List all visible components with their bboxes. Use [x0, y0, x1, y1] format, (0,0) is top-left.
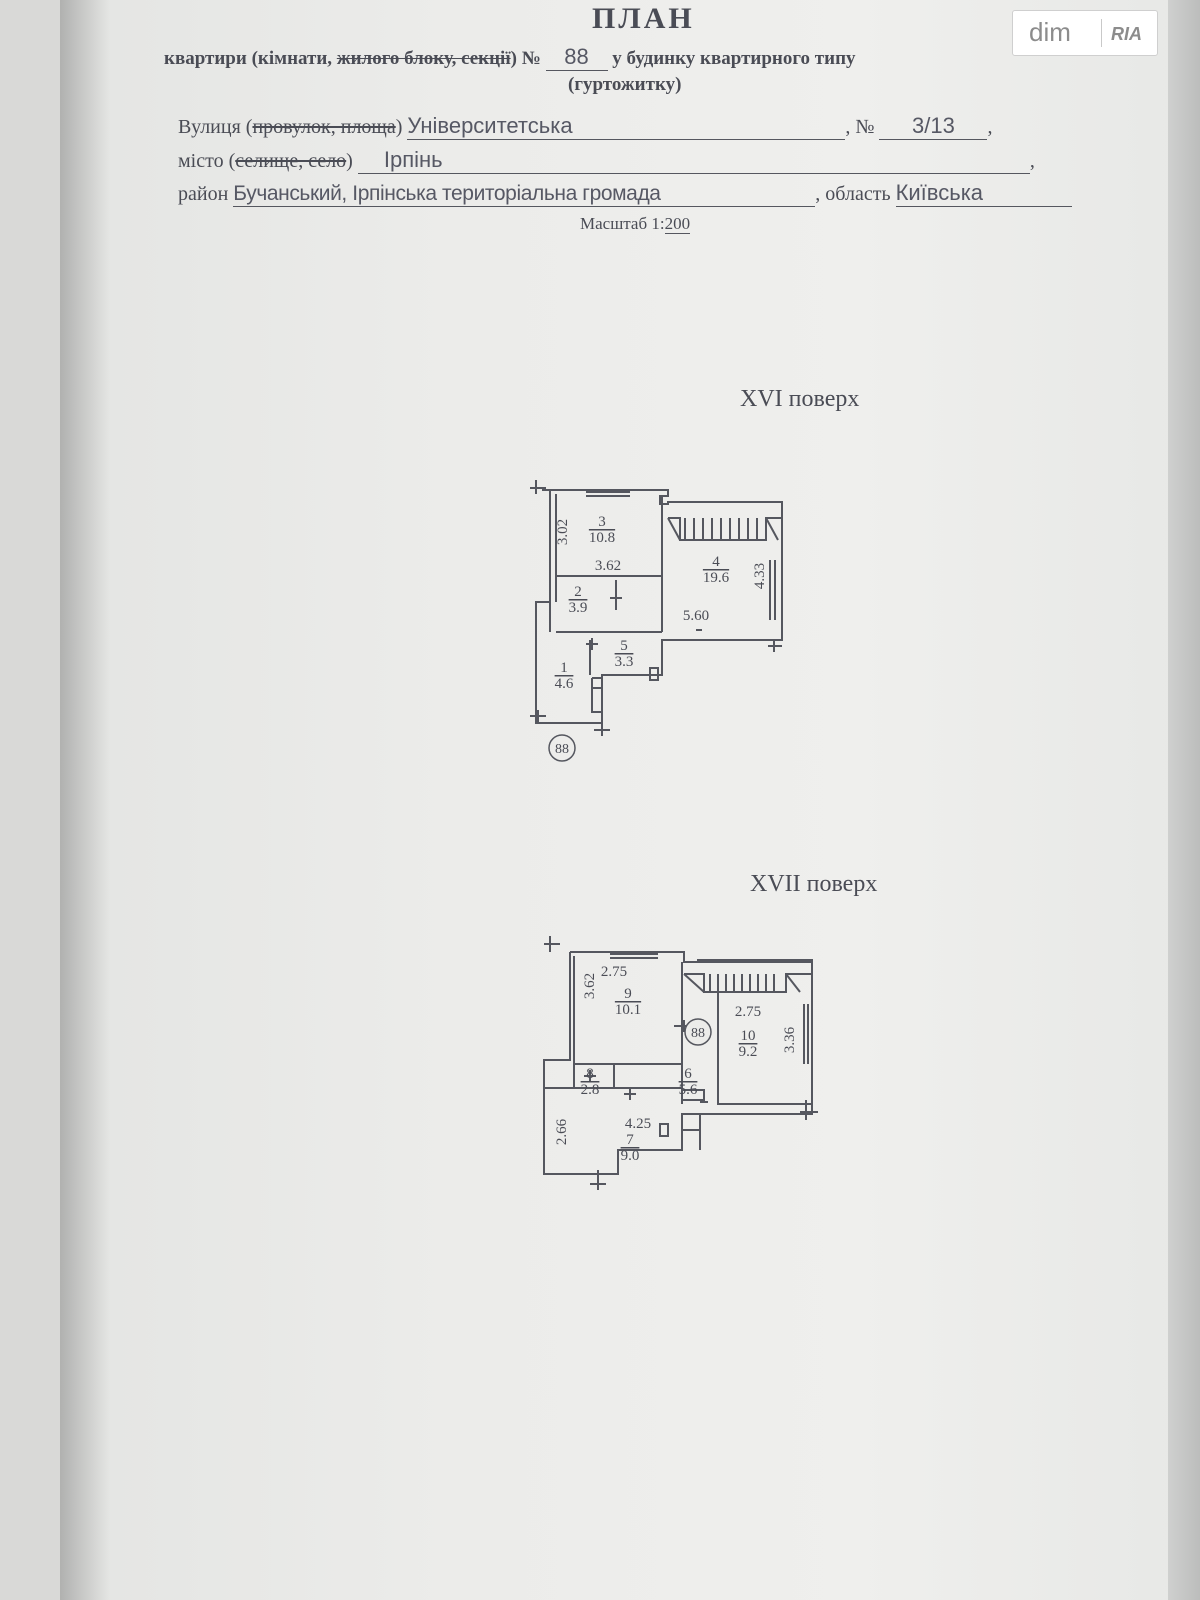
room-9-area: 10.1	[615, 1002, 641, 1018]
room-3-area: 10.8	[589, 530, 615, 546]
street-label: Вулиця (	[178, 116, 253, 138]
header-kimnaty: кімнати,	[257, 48, 333, 69]
room-4-number: 4	[712, 554, 720, 570]
header-line-1-prefix: квартири (	[164, 48, 258, 69]
room-10-number: 10	[741, 1028, 756, 1044]
dim-2-75-a: 2.75	[601, 964, 627, 980]
dim-3-62: 3.62	[582, 973, 598, 999]
city-label: місто (	[178, 150, 236, 172]
room-5-area: 3.3	[615, 654, 634, 670]
room-7-number: 7	[626, 1132, 634, 1148]
number-label: , №	[845, 116, 875, 138]
district-line: район Бучанський, Ірпінська територіальн…	[178, 180, 1072, 207]
city-line: місто (селище, село) Ірпінь,	[178, 147, 1035, 174]
floor-16-title: XVI поверх	[740, 386, 860, 412]
room-2-number: 2	[574, 584, 582, 600]
header-line-1: квартири (кімнати, жилого блоку, секції)…	[164, 44, 856, 71]
room-3-number: 3	[598, 514, 606, 530]
dim-2-66: 2.66	[554, 1118, 570, 1145]
room-5-number: 5	[620, 638, 628, 654]
room-7-area: 9.0	[621, 1148, 640, 1164]
scale-line: Масштаб 1:200	[580, 214, 691, 234]
logo-ria-text: RIA	[1111, 24, 1142, 44]
dim-4-25: 4.25	[625, 1116, 651, 1132]
dim-ria-logo: dim RIA	[1012, 10, 1158, 56]
dim-3-02: 3.02	[555, 519, 571, 545]
city-label-end: )	[346, 150, 353, 172]
room-1-number: 1	[560, 660, 568, 676]
document-page	[60, 0, 1200, 1600]
room-6-number: 6	[684, 1066, 692, 1082]
floor-17-apt-number: 88	[691, 1026, 705, 1041]
apartment-number: 88	[545, 44, 608, 71]
room-1-area: 4.6	[555, 676, 574, 692]
room-6-area: 5.6	[679, 1082, 698, 1098]
street-value: Університетська	[407, 113, 846, 140]
header-line-2: (гуртожитку)	[568, 74, 682, 95]
street-line: Вулиця (провулок, площа) Університетська…	[178, 113, 993, 140]
plan-title: ПЛАН	[592, 2, 695, 35]
header-number-label: ) №	[510, 48, 541, 69]
scale-value: 200	[664, 214, 691, 234]
house-number-value: 3/13	[879, 113, 988, 140]
district-value: Бучанський, Ірпінська територіальна гром…	[233, 182, 816, 207]
room-8-number: 8	[586, 1066, 594, 1082]
dim-3-62: 3.62	[595, 558, 621, 574]
dim-2-75-b: 2.75	[735, 1004, 761, 1020]
street-struck: провулок, площа	[252, 116, 396, 138]
city-value: Ірпінь	[357, 147, 1030, 174]
logo-dim-text: dim	[1029, 17, 1071, 47]
dim-4-33: 4.33	[752, 563, 768, 589]
dim-5-60: 5.60	[683, 608, 709, 624]
room-2-area: 3.9	[569, 600, 588, 616]
floor-16-apt-marker: 88	[548, 734, 576, 762]
floor-17-apt-marker: 88	[684, 1018, 712, 1046]
floor-16-apt-number: 88	[555, 742, 569, 757]
city-struck: селище, село	[235, 150, 347, 172]
floor-16-plan: 3 10.8 3.02 3.62 4 19.6 4.33 2 3.9 5.60 …	[530, 480, 783, 762]
region-label: , область	[815, 183, 891, 205]
room-10-area: 9.2	[739, 1044, 758, 1060]
room-9-number: 9	[624, 986, 632, 1002]
header-line-1-suffix: у будинку квартирного типу	[612, 48, 856, 69]
street-label-end: )	[395, 116, 403, 138]
region-value: Київська	[895, 180, 1072, 207]
district-label: район	[178, 183, 229, 205]
header-struck-text: жилого блоку, секції	[336, 48, 511, 69]
page-shadow	[60, 0, 110, 1600]
background-edge	[1168, 0, 1200, 1600]
room-8-area: 2.8	[581, 1082, 600, 1098]
dim-3-36: 3.36	[782, 1026, 798, 1053]
scale-label: Масштаб 1:	[580, 214, 665, 233]
floor-17-title: XVII поверх	[750, 871, 878, 897]
floor-17-plan: 2.75 3.62 9 10.1 2.75 10 9.2 3.36 8 2.8 …	[543, 936, 818, 1190]
logo-separator	[1101, 19, 1102, 47]
room-4-area: 19.6	[703, 570, 730, 586]
